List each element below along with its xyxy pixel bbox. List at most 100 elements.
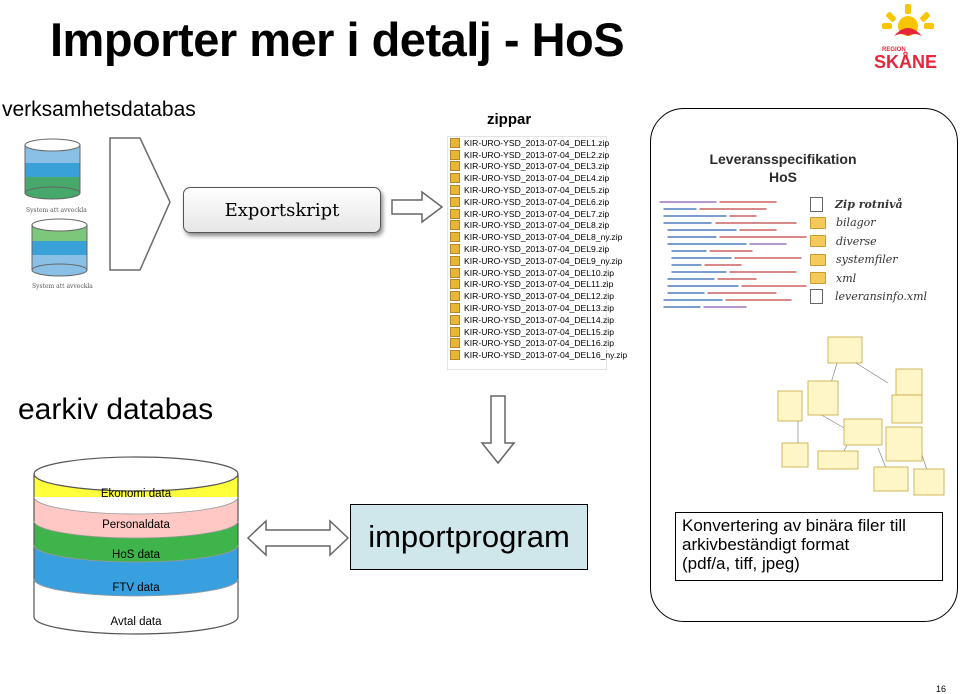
zip-file-item: KIR-URO-YSD_2013-07-04_DEL12.zip bbox=[448, 290, 614, 302]
tree-item: diverse bbox=[810, 232, 940, 251]
xml-file-icon bbox=[810, 289, 823, 305]
zip-file-name: KIR-URO-YSD_2013-07-04_DEL16.zip bbox=[464, 338, 614, 349]
zip-file-icon bbox=[450, 220, 460, 231]
arrow-right-icon bbox=[391, 190, 444, 224]
tree-item-label: systemfiler bbox=[836, 253, 898, 267]
earkiv-database: Ekonomi data Personaldata HoS data FTV d… bbox=[33, 456, 239, 635]
zip-file-name: KIR-URO-YSD_2013-07-04_DEL8_ny.zip bbox=[464, 232, 623, 243]
zip-file-name: KIR-URO-YSD_2013-07-04_DEL11.zip bbox=[464, 279, 614, 290]
zip-file-name: KIR-URO-YSD_2013-07-04_DEL16_ny.zip bbox=[464, 350, 628, 361]
conversion-line: Konvertering av binära filer till bbox=[682, 516, 906, 535]
zip-file-item: KIR-URO-YSD_2013-07-04_DEL15.zip bbox=[448, 326, 614, 338]
zip-file-item: KIR-URO-YSD_2013-07-04_DEL6.zip bbox=[448, 196, 610, 208]
page-number: 16 bbox=[936, 684, 947, 694]
spec-title-line: Leveransspecifikation bbox=[709, 151, 857, 167]
system-label: System att avveckla bbox=[32, 283, 93, 290]
zip-file-icon bbox=[450, 208, 460, 219]
tree-item: systemfiler bbox=[810, 251, 940, 270]
tree-item: bilagor bbox=[810, 214, 940, 233]
conversion-line: arkivbeständigt format bbox=[682, 535, 850, 554]
zip-file-item: KIR-URO-YSD_2013-07-04_DEL9_ny.zip bbox=[448, 255, 622, 267]
zip-structure-tree: Zip rotnivå bilagor diverse systemfiler … bbox=[810, 195, 940, 310]
system-label: System att avveckla bbox=[26, 207, 87, 214]
zip-file-item: KIR-URO-YSD_2013-07-04_DEL11.zip bbox=[448, 279, 613, 291]
zip-file-name: KIR-URO-YSD_2013-07-04_DEL1.zip bbox=[464, 137, 610, 148]
zip-file-item: KIR-URO-YSD_2013-07-04_DEL10.zip bbox=[448, 267, 614, 279]
flow-arrow-icon bbox=[109, 137, 171, 271]
zip-file-icon bbox=[450, 326, 460, 337]
bidirectional-arrow-icon bbox=[246, 519, 350, 557]
zip-file-item: KIR-URO-YSD_2013-07-04_DEL16_ny.zip bbox=[448, 349, 627, 361]
zip-file-item: KIR-URO-YSD_2013-07-04_DEL9.zip bbox=[448, 243, 610, 255]
zip-file-icon bbox=[450, 350, 460, 361]
zip-file-icon bbox=[450, 185, 460, 196]
export-script-box: Exportskript bbox=[183, 187, 381, 233]
zip-file-icon bbox=[450, 232, 460, 243]
zip-file-name: KIR-URO-YSD_2013-07-04_DEL3.zip bbox=[464, 161, 610, 172]
tree-item-label: bilagor bbox=[836, 216, 876, 230]
zip-root-label: Zip rotnivå bbox=[835, 197, 903, 211]
delivery-spec-card bbox=[650, 108, 958, 622]
zip-file-item: KIR-URO-YSD_2013-07-04_DEL2.zip bbox=[448, 149, 610, 161]
zip-file-name: KIR-URO-YSD_2013-07-04_DEL2.zip bbox=[464, 149, 610, 160]
zip-file-name: KIR-URO-YSD_2013-07-04_DEL9.zip bbox=[464, 244, 610, 255]
xml-schema-diagram bbox=[777, 336, 945, 496]
db-layer-label: Ekonomi data bbox=[101, 488, 172, 500]
tree-item: leveransinfo.xml bbox=[810, 288, 940, 307]
zip-file-icon bbox=[450, 338, 460, 349]
source-databases: System att avveckla System att avveckla bbox=[24, 137, 171, 290]
zip-file-icon bbox=[450, 267, 460, 278]
zip-file-icon bbox=[450, 149, 460, 160]
db-layer-avtal bbox=[34, 579, 238, 634]
zip-file-icon bbox=[450, 196, 460, 207]
page-title: Importer mer i detalj - HoS bbox=[50, 13, 625, 66]
database-cylinder-icon bbox=[31, 218, 88, 277]
zip-file-name: KIR-URO-YSD_2013-07-04_DEL5.zip bbox=[464, 185, 610, 196]
logo-text-skane: SKÅNE bbox=[874, 52, 937, 72]
xml-code-thumbnail bbox=[659, 201, 807, 308]
db-layer-ftv bbox=[34, 545, 238, 596]
zip-file-item: KIR-URO-YSD_2013-07-04_DEL8_ny.zip bbox=[448, 231, 622, 243]
folder-icon bbox=[810, 253, 826, 266]
zip-file-name: KIR-URO-YSD_2013-07-04_DEL4.zip bbox=[464, 173, 610, 184]
zip-file-item: KIR-URO-YSD_2013-07-04_DEL1.zip bbox=[448, 137, 610, 149]
zip-file-name: KIR-URO-YSD_2013-07-04_DEL13.zip bbox=[464, 303, 614, 314]
zip-root-row: Zip rotnivå bbox=[810, 195, 940, 214]
zip-file-item: KIR-URO-YSD_2013-07-04_DEL4.zip bbox=[448, 172, 610, 184]
folder-icon bbox=[810, 216, 826, 229]
zip-file-name: KIR-URO-YSD_2013-07-04_DEL6.zip bbox=[464, 196, 610, 207]
region-skane-logo: REGION SKÅNE bbox=[870, 2, 946, 74]
db-layer-label: Personaldata bbox=[102, 519, 170, 531]
tree-item-label: leveransinfo.xml bbox=[835, 290, 928, 304]
zip-file-icon bbox=[450, 291, 460, 302]
tree-item-label: xml bbox=[836, 271, 857, 285]
tree-item: xml bbox=[810, 269, 940, 288]
zip-file-icon bbox=[450, 303, 460, 314]
zip-file-name: KIR-URO-YSD_2013-07-04_DEL14.zip bbox=[464, 314, 614, 325]
import-program-box: importprogram bbox=[350, 504, 588, 570]
zip-file-item: KIR-URO-YSD_2013-07-04_DEL13.zip bbox=[448, 302, 614, 314]
database-cylinder-icon bbox=[24, 138, 81, 200]
zip-file-name: KIR-URO-YSD_2013-07-04_DEL12.zip bbox=[464, 291, 614, 302]
zip-file-name: KIR-URO-YSD_2013-07-04_DEL10.zip bbox=[464, 267, 614, 278]
zip-file-name: KIR-URO-YSD_2013-07-04_DEL9_ny.zip bbox=[464, 255, 623, 266]
zip-file-name: KIR-URO-YSD_2013-07-04_DEL15.zip bbox=[464, 326, 614, 337]
tree-item-label: diverse bbox=[836, 234, 877, 248]
folder-icon bbox=[810, 272, 826, 285]
db-layer-hos bbox=[34, 521, 238, 562]
source-database-label: verksamhetsdatabas bbox=[2, 98, 196, 121]
zip-file-name: KIR-URO-YSD_2013-07-04_DEL8.zip bbox=[464, 220, 610, 231]
db-layer-label: FTV data bbox=[112, 582, 160, 594]
zip-file-item: KIR-URO-YSD_2013-07-04_DEL8.zip bbox=[448, 220, 610, 232]
zip-file-icon bbox=[450, 314, 460, 325]
document-icon bbox=[810, 196, 823, 212]
conversion-box: Konvertering av binära filer till arkivb… bbox=[675, 512, 943, 581]
zip-file-item: KIR-URO-YSD_2013-07-04_DEL7.zip bbox=[448, 208, 609, 220]
zip-file-icon bbox=[450, 161, 460, 172]
zip-file-item: KIR-URO-YSD_2013-07-04_DEL16.zip bbox=[448, 338, 614, 350]
zip-file-item: KIR-URO-YSD_2013-07-04_DEL14.zip bbox=[448, 314, 614, 326]
zip-file-icon bbox=[450, 173, 460, 184]
zip-file-icon bbox=[450, 137, 460, 148]
db-layer-label: Avtal data bbox=[111, 616, 163, 628]
